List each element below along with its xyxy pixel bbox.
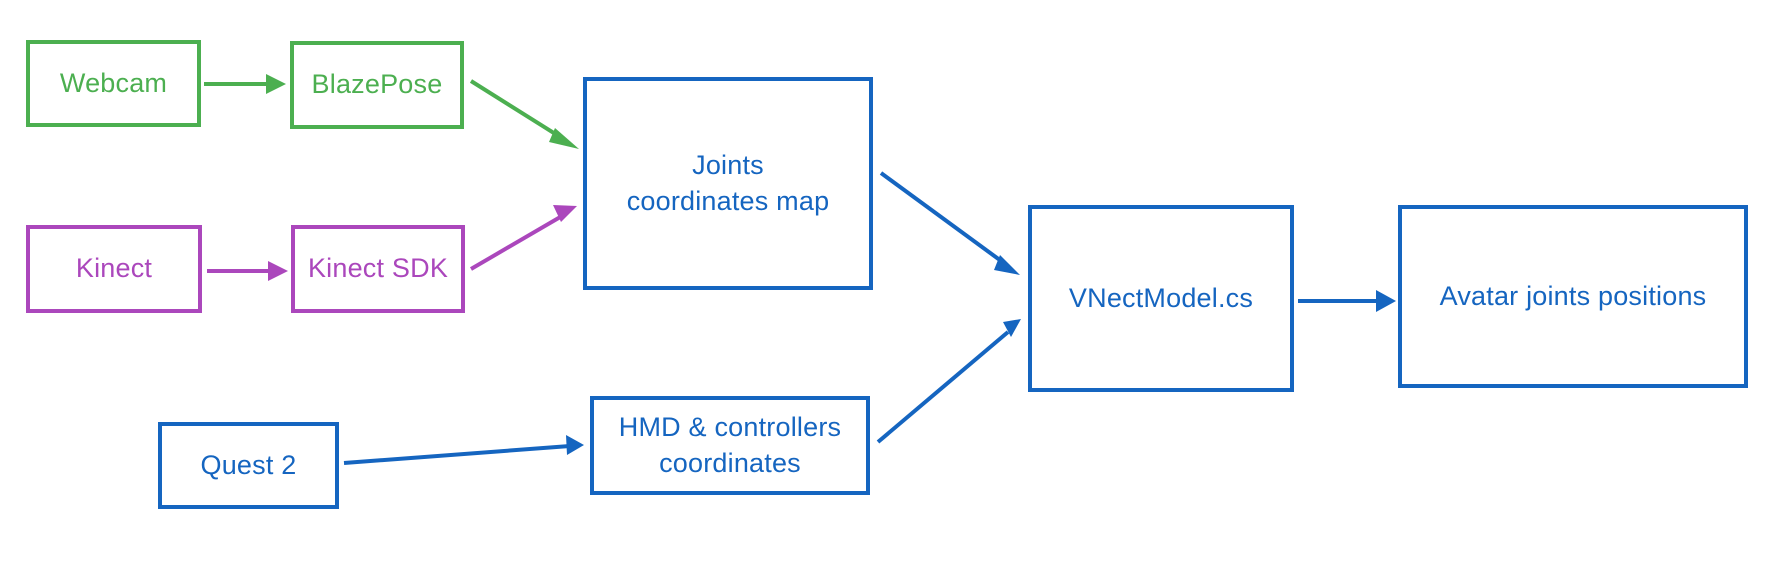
edge-kinect-to-kinectsdk xyxy=(207,261,288,281)
node-hmd-controllers-coordinates-label: HMD & controllers coordinates xyxy=(618,412,842,478)
node-vnectmodel-label: VNectModel.cs xyxy=(1068,282,1254,313)
node-quest-2: Quest 2 xyxy=(158,422,339,509)
node-kinect-sdk: Kinect SDK xyxy=(291,225,465,313)
node-avatar-joints-positions: Avatar joints positions xyxy=(1398,205,1748,388)
edge-quest-to-hmd xyxy=(343,435,584,465)
node-avatar-joints-positions-label: Avatar joints positions xyxy=(1439,280,1707,311)
node-hmd-controllers-coordinates: HMD & controllers coordinates xyxy=(590,396,870,495)
edge-blazepose-to-joints xyxy=(469,79,579,149)
node-blazepose-label: BlazePose xyxy=(311,69,443,100)
edge-kinectsdk-to-joints xyxy=(469,205,577,271)
node-webcam: Webcam xyxy=(26,40,201,127)
edge-joints-to-vnect xyxy=(879,171,1020,275)
node-webcam-label: Webcam xyxy=(59,67,168,98)
edge-webcam-to-blazepose xyxy=(204,74,286,94)
node-vnectmodel: VNectModel.cs xyxy=(1028,205,1294,392)
edge-hmd-to-vnect xyxy=(876,319,1021,444)
node-joints-coordinates-map-label: Joints coordinates map xyxy=(626,150,830,216)
node-blazepose: BlazePose xyxy=(290,41,464,129)
edge-vnect-to-avatar xyxy=(1298,290,1396,312)
node-kinect: Kinect xyxy=(26,225,202,313)
node-kinect-label: Kinect xyxy=(75,253,153,284)
node-kinect-sdk-label: Kinect SDK xyxy=(307,253,449,284)
node-joints-coordinates-map: Joints coordinates map xyxy=(583,77,873,290)
node-quest-2-label: Quest 2 xyxy=(200,449,297,480)
